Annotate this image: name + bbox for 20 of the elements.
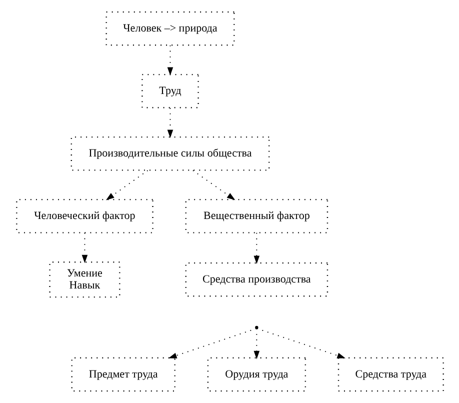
arrow [253, 328, 260, 360]
arrow [256, 328, 345, 358]
arrow [166, 108, 173, 138]
node-box: Человеческий фактор [16, 198, 153, 234]
arrow [168, 328, 256, 358]
node-box: Человек –> природа [105, 11, 234, 46]
node-box: Предмет труда [70, 357, 175, 392]
node-box: Умение Навык [48, 262, 120, 298]
node-box: Орудия труда [206, 357, 306, 392]
arrow [166, 44, 173, 76]
node-box: Средства производства [184, 262, 328, 297]
arrow [192, 170, 235, 200]
arrow [105, 170, 148, 200]
node-box: Труд [141, 74, 198, 108]
arrow [253, 232, 260, 264]
node-box: Производительные силы общества [70, 136, 270, 171]
node-box: Вещественный фактор [184, 198, 328, 234]
arrow [81, 232, 88, 264]
node-box: Средства труда [337, 357, 444, 392]
node-point [254, 326, 258, 330]
